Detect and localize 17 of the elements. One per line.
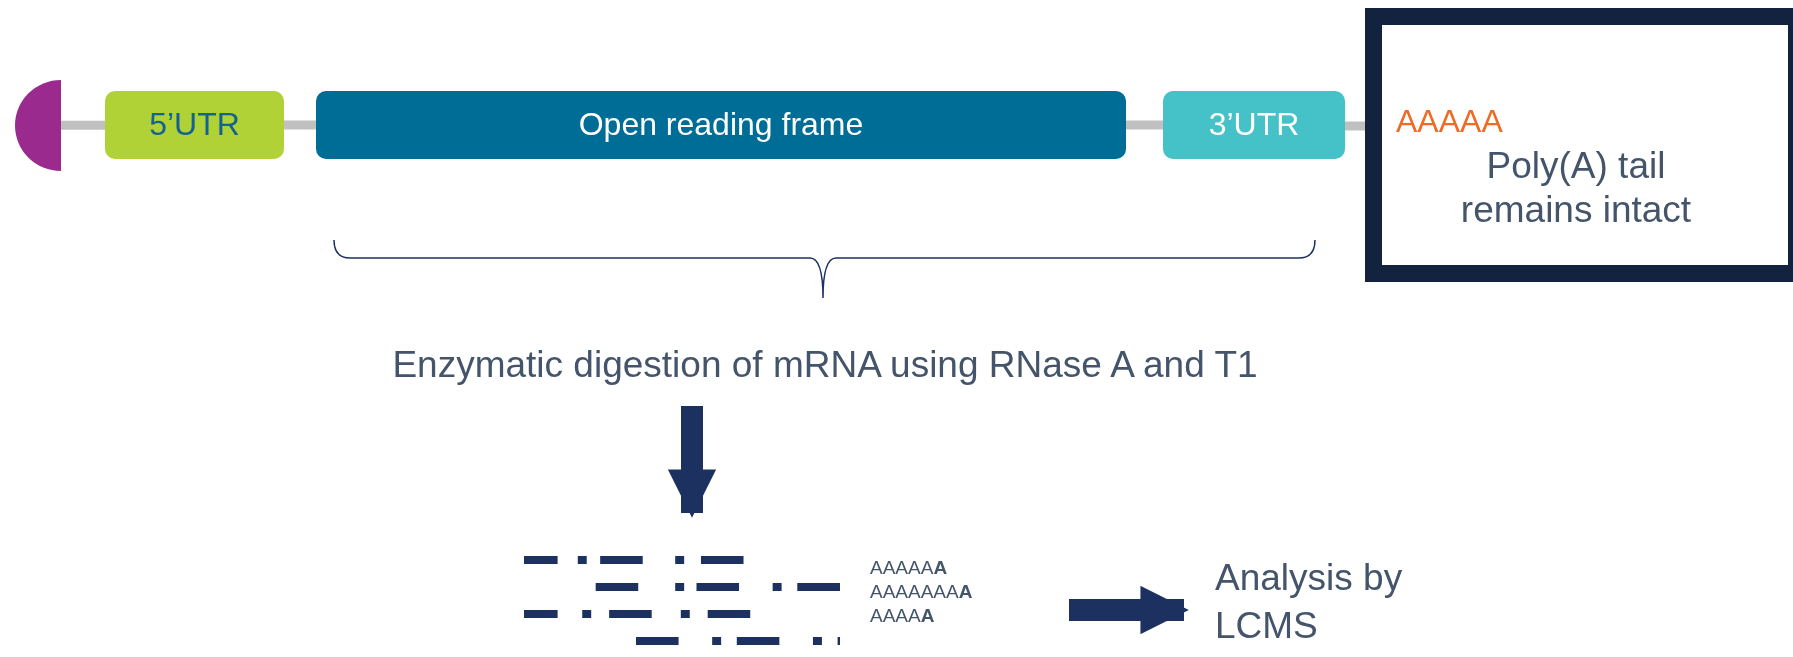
sequence-text: AAAAA [870,604,936,628]
arrow [667,406,717,518]
sequence-text: AAAAAAAA [870,580,973,604]
connector-line [1126,120,1163,130]
reading-frame-box: Open reading frame [316,91,1126,159]
arrow [1069,585,1189,635]
utr-box: 5’UTR [105,91,284,159]
sequence-text: AAAAA [1396,103,1503,140]
sequence-text: AAAAAA [870,556,949,580]
connector-line [284,120,316,130]
step-text: Enzymatic digestion of mRNA using RNase A and T1 [392,342,1258,387]
step-text: Analysis by LCMS [1215,555,1404,648]
caption-text: Poly(A) tail remains intact [1459,144,1693,233]
connector-line [61,120,105,130]
poly-a-box [1365,8,1793,282]
connector-line [1345,121,1365,131]
utr-box: 3’UTR [1163,91,1345,159]
